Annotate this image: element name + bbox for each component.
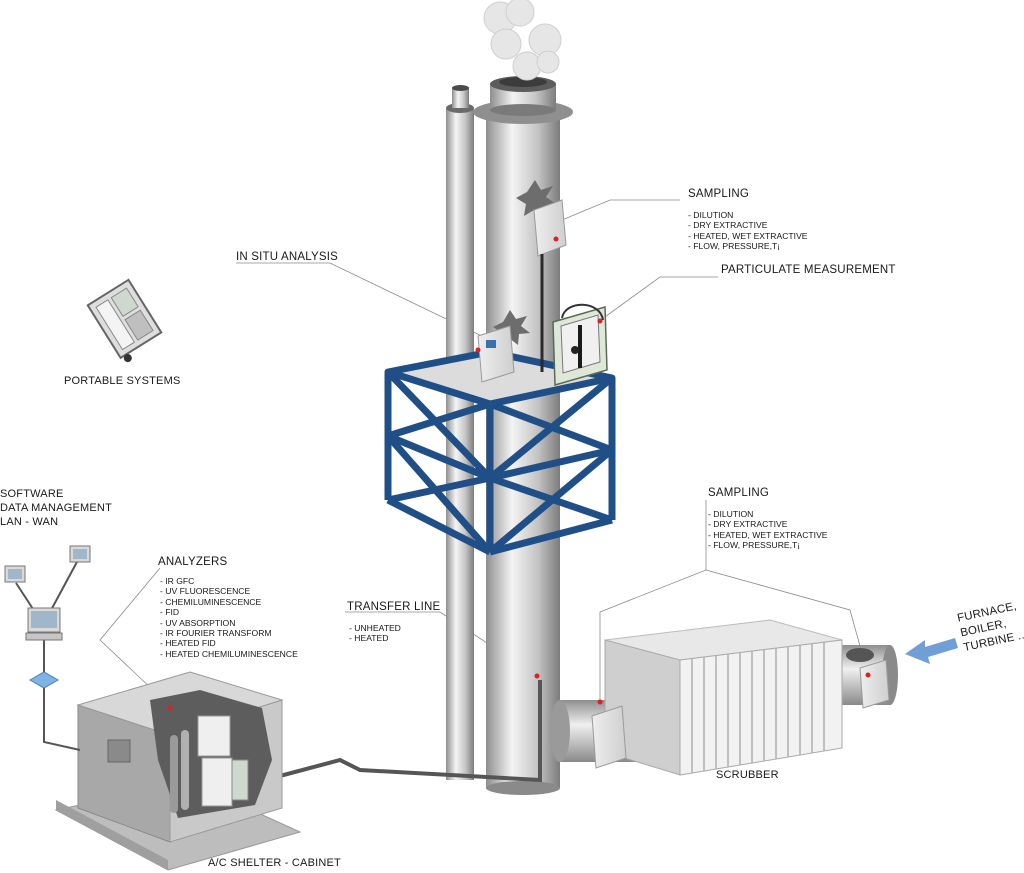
transfer-line-list: - UNHEATED - HEATED — [349, 623, 401, 644]
sampling-top-item: - DILUTION — [688, 210, 734, 220]
analyzer-item: - UV FLUORESCENCE — [160, 586, 251, 597]
flue-gas-inlet-arrow — [905, 638, 958, 664]
particulate-monitor-box — [552, 303, 608, 386]
sampling-top-item: - HEATED, WET EXTRACTIVE — [688, 230, 808, 241]
sampling-top-item: - FLOW, PRESSURE,T¡ — [688, 241, 781, 252]
sampling-right-item: - FLOW, PRESSURE,T¡ — [708, 540, 801, 551]
leader-lines — [99, 199, 869, 709]
sampling-right-title: SAMPLING — [708, 487, 770, 499]
sampling-probe-box-duct-right — [859, 659, 890, 709]
analyzer-item: - IR FOURIER TRANSFORM — [160, 628, 272, 639]
analyzer-item: - IR GFC — [160, 576, 195, 586]
sampling-probe-box-stack — [533, 199, 567, 372]
analyzer-item: - HEATED CHEMILUMINESCENCE — [160, 648, 298, 659]
analyzers-list: - IR GFC - UV FLUORESCENCE - CHEMILUMINE… — [160, 576, 298, 659]
portable-system-unit — [86, 278, 163, 363]
in-situ-analysis-label: IN SITU ANALYSIS — [236, 251, 339, 263]
particulate-measurement-label: PARTICULATE MEASUREMENT — [721, 264, 896, 276]
sampling-right-list: - DILUTION - DRY EXTRACTIVE - HEATED, WE… — [708, 509, 828, 551]
transfer-line-marker — [534, 673, 540, 679]
analyzer-item: - CHEMILUMINESCENCE — [160, 596, 262, 607]
network-cabling — [15, 559, 81, 751]
ac-shelter — [54, 671, 302, 871]
portable-systems-label: PORTABLE SYSTEMS — [64, 375, 181, 387]
platform-frame — [384, 348, 616, 556]
transfer-line-title: TRANSFER LINE — [347, 601, 441, 613]
sampling-top-title: SAMPLING — [688, 188, 750, 200]
workstation-computers — [4, 545, 91, 689]
shelter-label: A/C SHELTER - CABINET — [208, 857, 341, 869]
analyzers-title: ANALYZERS — [158, 556, 228, 568]
software-label: SOFTWARE DATA MANAGEMENT LAN - WAN — [0, 487, 112, 529]
analyzer-item: - UV ABSORPTION — [160, 617, 236, 628]
scrubber-label: SCRUBBER — [716, 769, 779, 781]
transfer-line-item: - UNHEATED — [349, 623, 401, 633]
sampling-top-list: - DILUTION - DRY EXTRACTIVE - HEATED, WE… — [688, 210, 808, 252]
sampling-right-item: - HEATED, WET EXTRACTIVE — [708, 529, 828, 540]
smoke-plume — [483, 0, 562, 81]
sampling-right-item: - DILUTION — [708, 509, 754, 519]
sampling-probe-box-duct-left — [591, 699, 627, 769]
software-line: LAN - WAN — [0, 516, 59, 528]
scrubber-unit — [604, 619, 843, 776]
analyzer-item: - HEATED FID — [160, 638, 216, 649]
sampling-top-item: - DRY EXTRACTIVE — [688, 220, 768, 231]
in-situ-analyzer-box — [475, 325, 515, 383]
analyzer-item: - FID — [160, 607, 180, 618]
software-line: SOFTWARE — [0, 488, 64, 500]
transfer-line-item: - HEATED — [349, 633, 389, 644]
software-line: DATA MANAGEMENT — [0, 502, 112, 514]
transfer-line-hose — [245, 680, 542, 787]
sampling-right-item: - DRY EXTRACTIVE — [708, 519, 788, 530]
